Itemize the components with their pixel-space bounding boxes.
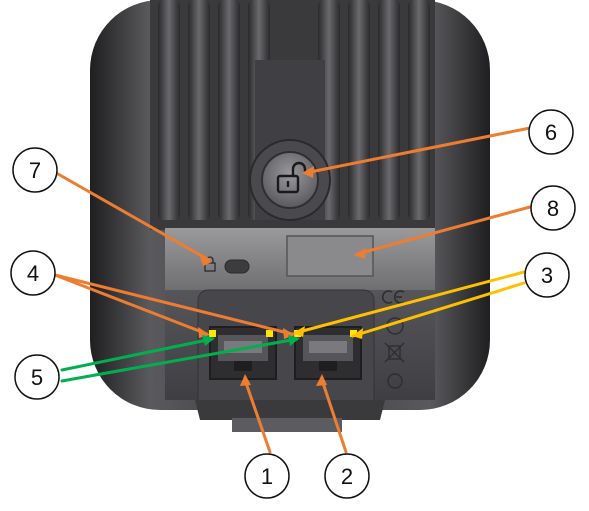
svg-text:7: 7 (29, 158, 41, 183)
port-1-led-right (266, 330, 273, 337)
callout-5: 5 (14, 354, 60, 400)
svg-text:2: 2 (341, 464, 353, 489)
svg-text:1: 1 (261, 464, 273, 489)
arrow-heads (198, 166, 366, 386)
port-panel (165, 289, 435, 411)
callout-6: 6 (528, 109, 574, 155)
ethernet-port-1 (209, 326, 277, 380)
callout-8: 8 (530, 185, 576, 231)
callout-line-1 (243, 378, 272, 454)
callout-circles: 1 2 3 4 5 6 7 8 (10, 109, 576, 499)
unlock-button (249, 139, 331, 221)
callout-1: 1 (244, 453, 290, 499)
lock-indicator (224, 259, 250, 274)
upper-panel (165, 228, 435, 290)
callout-line-3b (351, 281, 526, 338)
svg-text:6: 6 (545, 120, 557, 145)
callout-line-5b (60, 337, 299, 383)
ce-mark-icon (381, 290, 405, 304)
callout-line-3a (293, 270, 526, 335)
callout-line-7 (56, 172, 211, 262)
callout-2: 2 (324, 453, 370, 499)
callout-lines (53, 126, 532, 454)
callout-line-6 (303, 126, 532, 175)
callout-3: 3 (524, 252, 570, 298)
callout-line-5a (60, 337, 214, 372)
port-1-led-left (209, 330, 216, 337)
unlock-icon (276, 161, 307, 194)
callout-line-4b (53, 273, 294, 336)
svg-text:5: 5 (31, 365, 43, 390)
callout-line-4a (53, 273, 209, 336)
weee-bin-icon (384, 342, 405, 363)
port-2-led-right (350, 330, 357, 337)
callout-7: 7 (12, 147, 58, 193)
svg-text:4: 4 (27, 261, 39, 286)
callout-line-8 (355, 205, 532, 256)
svg-text:8: 8 (547, 196, 559, 221)
callout-line-2 (320, 378, 348, 454)
svg-text:3: 3 (541, 263, 553, 288)
callout-4: 4 (10, 250, 56, 296)
mounting-tab (195, 400, 385, 432)
